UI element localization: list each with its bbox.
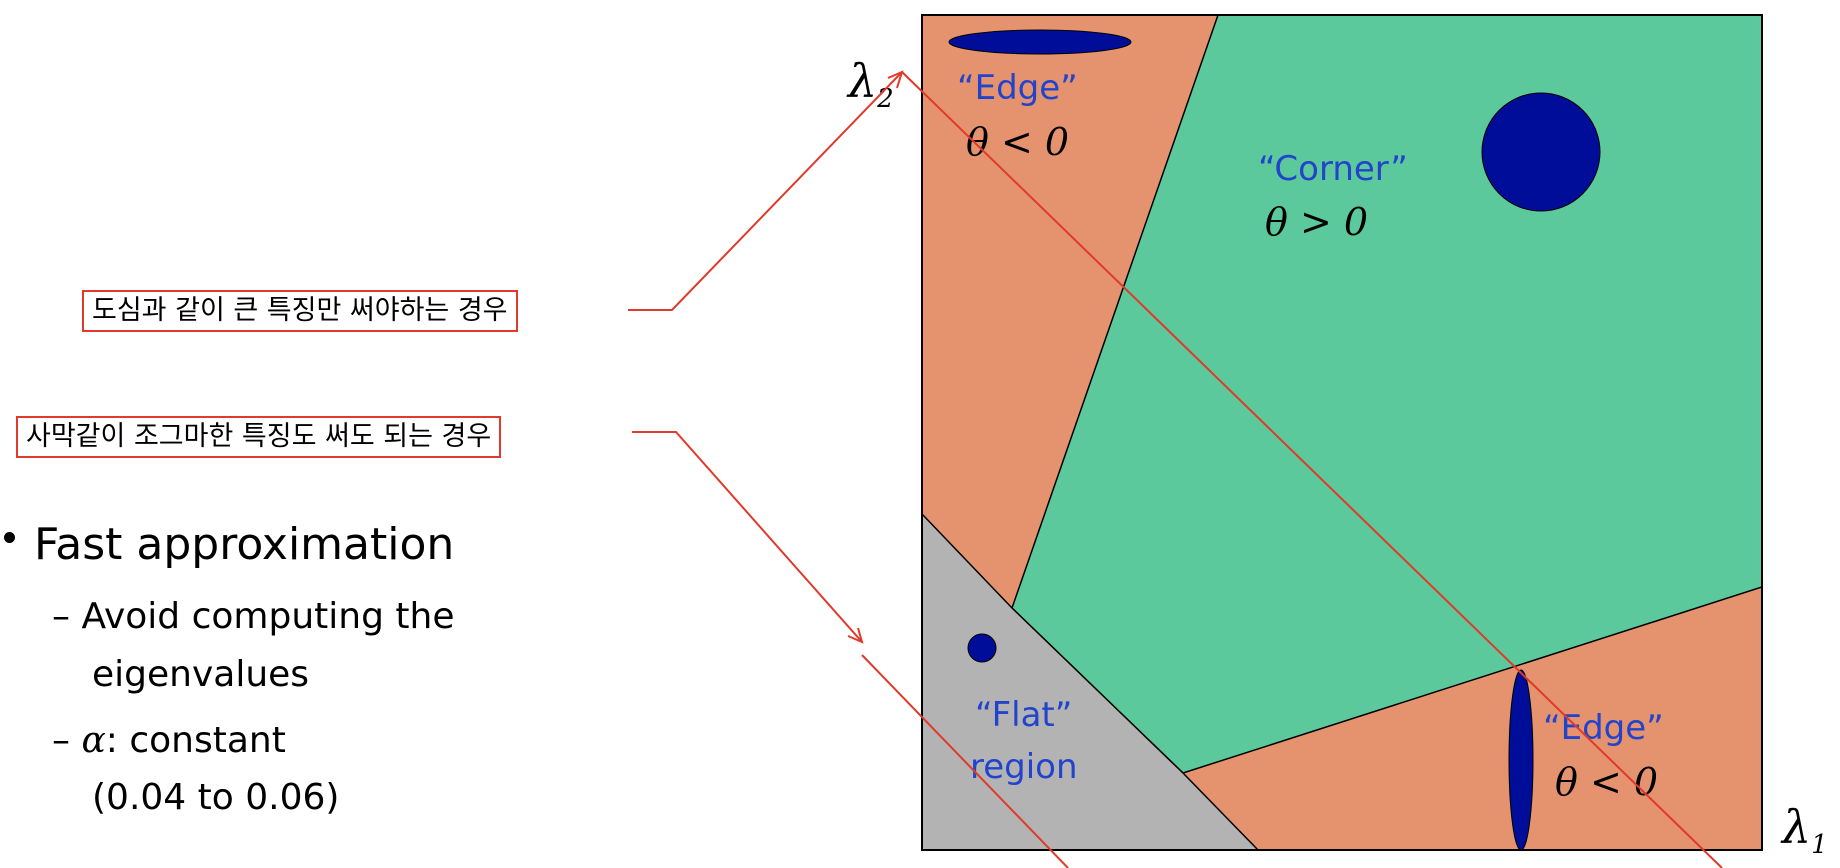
leader-line-bottom (632, 431, 863, 643)
sub-bullet-text: : constant (105, 720, 286, 761)
callout-large-features: 도심과 같이 큰 특징만 써야하는 경우 (82, 290, 518, 332)
y-axis-label: λ2 (846, 54, 894, 114)
edge-top-label: “Edge” (957, 68, 1078, 108)
sub-bullet-avoid-computing: – Avoid computing the (52, 594, 454, 640)
sub-bullet-dash: – (52, 596, 70, 637)
edge-ellipse-horizontal (948, 29, 1132, 55)
edge-top-condition: θ < 0 (966, 120, 1069, 164)
x-axis-label: λ1 (1780, 800, 1828, 860)
corner-label: “Corner” (1258, 149, 1408, 189)
sub-bullet-alpha-range: (0.04 to 0.06) (92, 777, 340, 818)
flat-circle (967, 633, 997, 663)
threshold-line-small (861, 654, 1069, 868)
corner-circle (1481, 92, 1601, 212)
edge-bottom-label: “Edge” (1543, 708, 1664, 748)
leader-arrowhead-bottom (847, 627, 864, 644)
plot-frame (921, 14, 1763, 851)
sub-bullet-alpha-constant: – α: constant (52, 718, 286, 764)
edge-bottom-condition: θ < 0 (1555, 760, 1658, 804)
flat-label-line2: region (970, 747, 1078, 787)
sub-bullet-text: Avoid computing the (81, 596, 455, 637)
corner-condition: θ > 0 (1265, 200, 1368, 244)
edge-ellipse-vertical (1508, 669, 1534, 851)
alpha-symbol: α (81, 720, 106, 761)
leader-line-top (628, 71, 903, 311)
threshold-line-large (901, 71, 1723, 868)
sub-bullet-dash: – (52, 720, 70, 761)
callout-small-features: 사막같이 조그마한 특징도 써도 되는 경우 (16, 416, 502, 458)
bullet-fast-approximation: Fast approximation (34, 519, 455, 570)
sub-bullet-avoid-computing-cont: eigenvalues (92, 654, 310, 695)
flat-label-line1: “Flat” (975, 695, 1072, 735)
annotation-lines (628, 70, 1723, 868)
bullet-icon (4, 532, 15, 543)
